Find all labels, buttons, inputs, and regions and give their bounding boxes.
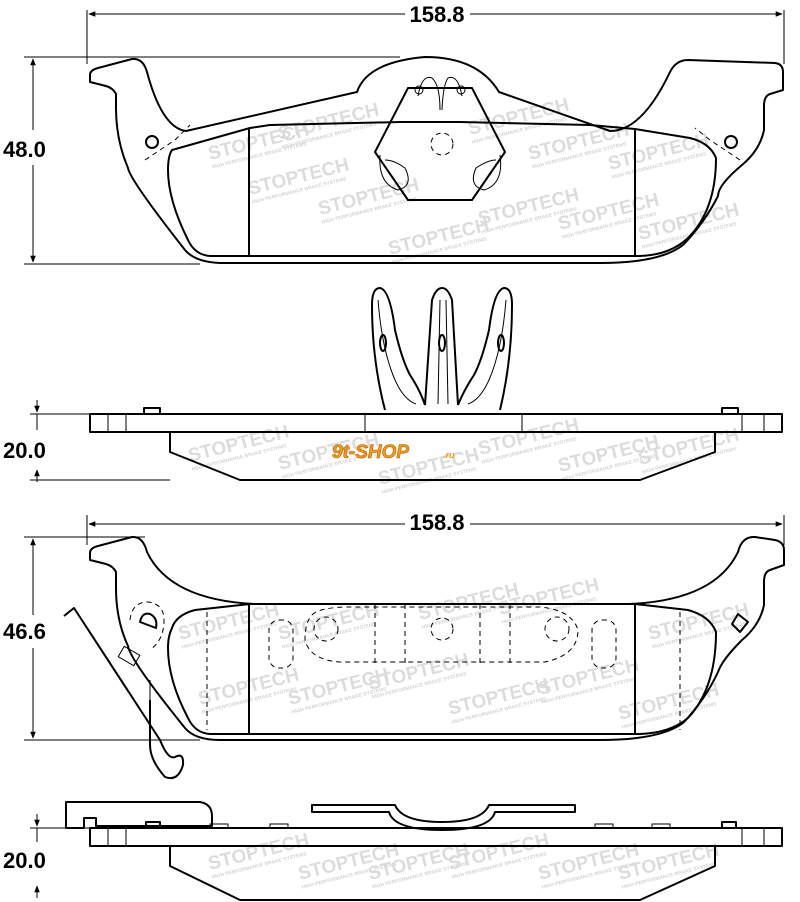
top-thickness-dimension: 20.0 — [3, 400, 170, 482]
bottom-width-label: 158.8 — [409, 510, 464, 535]
rivet-stub — [721, 407, 739, 415]
backing-plate-edge — [89, 413, 783, 433]
hidden-hole — [544, 616, 570, 642]
abutment-plate — [311, 804, 576, 831]
hidden-slot — [591, 619, 617, 669]
clip-rivet — [456, 85, 466, 95]
hidden-hole — [430, 617, 454, 641]
rivet-stub — [145, 821, 161, 829]
hidden-plate-outline — [304, 606, 579, 663]
shop-logo: 9t-SHOP .ru — [332, 442, 455, 464]
mounting-hole-left — [145, 135, 159, 149]
top-width-label: 158.8 — [409, 2, 464, 27]
mounting-tab-right — [731, 613, 749, 633]
clip-left-tab — [379, 154, 409, 191]
friction-material-edge — [169, 845, 716, 901]
rivet-stub — [594, 823, 614, 829]
bottom-pad-front-view — [63, 535, 785, 780]
top-pad-side-view — [89, 287, 783, 481]
backing-plate-outline — [89, 535, 785, 741]
mounting-hole-right — [724, 135, 738, 149]
logo-suffix: .ru — [443, 450, 455, 460]
top-height-label: 48.0 — [3, 137, 46, 162]
bottom-pad-side-view — [65, 801, 783, 901]
top-pad-front-view — [89, 56, 784, 264]
mounting-tab-left — [139, 612, 158, 629]
clip-rivet — [414, 85, 424, 95]
clip-top-tab — [417, 76, 463, 111]
center-hole-hidden — [430, 132, 454, 156]
center-clip-hexagon — [374, 87, 506, 201]
friction-material-outline — [167, 603, 717, 735]
rivet-stub — [209, 823, 229, 829]
hidden-slot — [268, 619, 294, 669]
hidden-line-right — [694, 127, 741, 161]
hidden-line-left — [144, 124, 191, 161]
rivet-stub — [143, 407, 161, 415]
bottom-height-label: 46.6 — [3, 619, 46, 644]
wear-indicator-side — [65, 801, 213, 829]
bottom-thickness-dimension: 20.0 — [3, 814, 90, 898]
top-height-dimension: 48.0 — [3, 56, 400, 265]
top-width-dimension: 158.8 — [86, 2, 785, 64]
rivet-stub — [651, 823, 671, 829]
clip-slot — [379, 334, 387, 352]
hidden-indicator-loop — [129, 601, 165, 651]
hidden-hole — [313, 616, 339, 642]
clip-right-tab — [472, 154, 502, 191]
wire-clip — [117, 645, 141, 667]
bottom-width-dimension: 158.8 — [86, 510, 785, 545]
friction-material-edge — [169, 431, 716, 481]
wear-indicator-wire — [63, 607, 185, 780]
logo-text: 9t-SHOP — [332, 442, 409, 463]
spring-clip-outline — [371, 287, 513, 411]
clip-slot — [438, 334, 446, 352]
top-thickness-label: 20.0 — [3, 438, 46, 463]
friction-material-outline — [167, 121, 717, 257]
rivet-stub — [721, 821, 737, 829]
rivet-stub — [269, 823, 289, 829]
clip-slot — [497, 334, 505, 352]
spring-clip-inner — [377, 299, 507, 405]
bottom-height-dimension: 46.6 — [3, 536, 200, 741]
backing-plate-outline — [89, 56, 784, 264]
bottom-thickness-label: 20.0 — [3, 848, 46, 873]
